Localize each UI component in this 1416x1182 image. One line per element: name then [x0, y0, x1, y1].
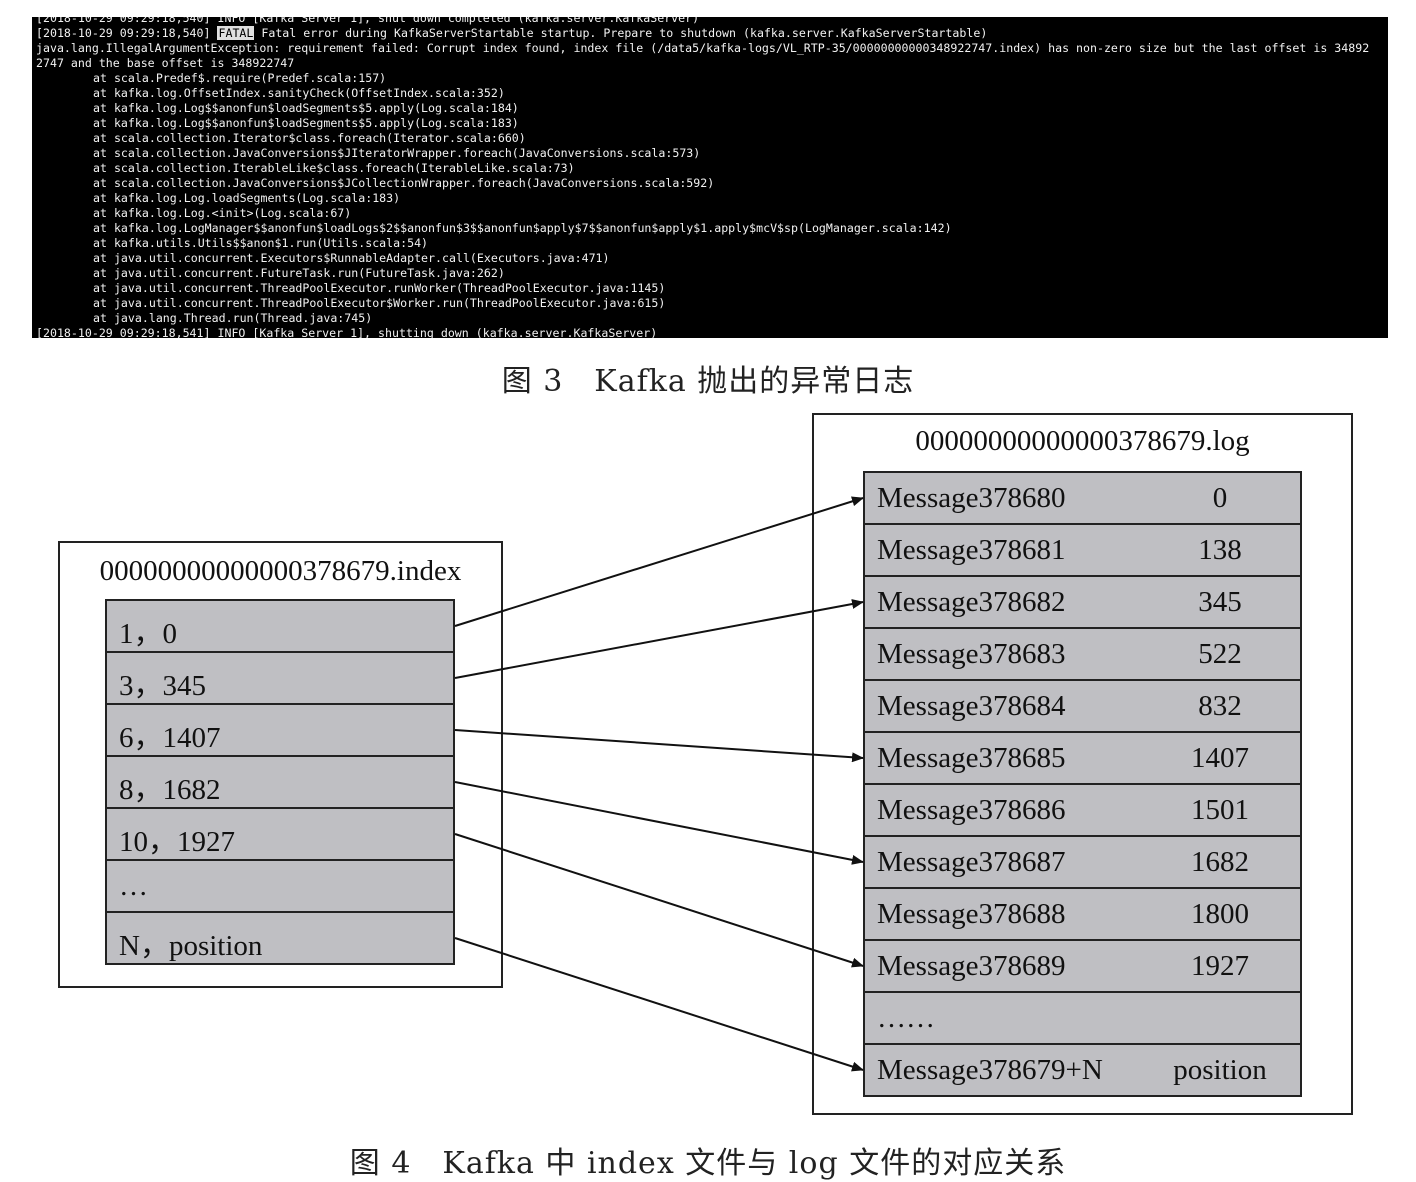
- index-entry-text: 1，0: [119, 618, 178, 650]
- message-position: 345: [1198, 586, 1242, 618]
- index-entry: 6，1407: [105, 703, 455, 757]
- message-position: 0: [1212, 482, 1228, 514]
- log-message-row: Message378680 0: [863, 471, 1302, 525]
- figure-3-caption: 图 3 Kafka 抛出的异常日志: [501, 364, 915, 399]
- stack-frame: at java.util.concurrent.ThreadPoolExecut…: [93, 281, 666, 295]
- index-entry-text: …: [119, 870, 148, 902]
- message-name: Message378683: [877, 638, 1066, 670]
- log-line: [2018-10-29 09:29:18,540] INFO [Kafka Se…: [36, 17, 700, 25]
- log-timestamp: [2018-10-29 09:29:18,540]: [36, 26, 218, 40]
- stack-frame: at scala.collection.JavaConversions$JIte…: [93, 146, 701, 160]
- stack-frame: at scala.Predef$.require(Predef.scala:15…: [93, 71, 387, 85]
- index-file-title: 00000000000000378679.index: [99, 555, 462, 587]
- stack-frame: at scala.collection.Iterator$class.forea…: [93, 131, 526, 145]
- index-entry-text: 3，345: [119, 670, 207, 702]
- log-message-row: Message378684 832: [863, 679, 1302, 733]
- stack-frame: at kafka.log.Log.loadSegments(Log.scala:…: [93, 191, 401, 205]
- log-message-row: Message378685 1407: [863, 731, 1302, 785]
- exception-log-terminal: [2018-10-29 09:29:18,540] INFO [Kafka Se…: [32, 17, 1388, 338]
- stack-frame: at java.lang.Thread.run(Thread.java:745): [93, 311, 373, 325]
- stack-frame: at kafka.log.Log$$anonfun$loadSegments$5…: [93, 101, 519, 115]
- mapping-arrow: [454, 833, 864, 968]
- message-position: 1927: [1191, 950, 1249, 982]
- fatal-badge: FATAL: [217, 26, 255, 40]
- message-name: Message378681: [877, 534, 1066, 566]
- fatal-message: Fatal error during KafkaServerStartable …: [254, 26, 988, 40]
- message-position: 1501: [1191, 794, 1249, 826]
- stack-frame: at java.util.concurrent.Executors$Runnab…: [93, 251, 610, 265]
- figure-4-caption: 图 4 Kafka 中 index 文件与 log 文件的对应关系: [349, 1146, 1067, 1181]
- log-message-row: Message378689 1927: [863, 939, 1302, 993]
- index-log-diagram: 00000000000000378679.index 0000000000000…: [0, 400, 1416, 1130]
- message-position: position: [1173, 1054, 1267, 1086]
- stack-frame: at kafka.log.Log.<init>(Log.scala:67): [93, 206, 352, 220]
- message-name: Message378686: [877, 794, 1066, 826]
- log-line: [2018-10-29 09:29:18,541] INFO [Kafka Se…: [36, 326, 658, 338]
- mapping-arrow: [454, 599, 864, 679]
- index-entry: 1，0: [105, 599, 455, 653]
- stack-frame: at kafka.log.OffsetIndex.sanityCheck(Off…: [93, 86, 505, 100]
- mapping-arrow: [454, 937, 864, 1072]
- log-message-row: Message378688 1800: [863, 887, 1302, 941]
- message-name: Message378680: [877, 482, 1066, 514]
- message-name: Message378682: [877, 586, 1066, 618]
- stack-frame: at kafka.utils.Utils$$anon$1.run(Utils.s…: [93, 236, 429, 250]
- index-entry: 3，345: [105, 651, 455, 705]
- message-position: 522: [1198, 638, 1242, 670]
- index-entry-text: 8，1682: [119, 774, 221, 806]
- stack-frame: at kafka.log.LogManager$$anonfun$loadLog…: [93, 221, 952, 235]
- index-entry-text: 6，1407: [119, 722, 221, 754]
- log-message-row: ……: [863, 991, 1302, 1045]
- index-entry: N，position: [105, 911, 455, 965]
- mapping-arrow: [454, 496, 864, 627]
- log-line: 2747 and the base offset is 348922747: [36, 56, 295, 70]
- message-name: ……: [877, 1002, 935, 1034]
- index-entry: 8，1682: [105, 755, 455, 809]
- stack-frame: at kafka.log.Log$$anonfun$loadSegments$5…: [93, 116, 519, 130]
- index-entry: 10，1927: [105, 807, 455, 861]
- log-file-title: 00000000000000378679.log: [915, 425, 1250, 457]
- log-line-fatal: [2018-10-29 09:29:18,540] FATAL Fatal er…: [36, 26, 1386, 41]
- index-entry-text: N，position: [119, 930, 263, 962]
- stack-frame: at java.util.concurrent.FutureTask.run(F…: [93, 266, 505, 280]
- message-position: 1682: [1191, 846, 1249, 878]
- log-line: java.lang.IllegalArgumentException: requ…: [36, 41, 1370, 55]
- index-entry-text: 10，1927: [119, 826, 236, 858]
- log-message-row: Message378682 345: [863, 575, 1302, 629]
- message-position: 138: [1198, 534, 1242, 566]
- message-name: Message378679+N: [877, 1054, 1103, 1086]
- message-name: Message378687: [877, 846, 1066, 878]
- message-name: Message378689: [877, 950, 1066, 982]
- log-message-row: Message378683 522: [863, 627, 1302, 681]
- message-position: 1407: [1191, 742, 1249, 774]
- mapping-arrow: [454, 781, 864, 865]
- message-position: 832: [1198, 690, 1242, 722]
- stack-frame: at scala.collection.IterableLike$class.f…: [93, 161, 575, 175]
- log-message-row: Message378687 1682: [863, 835, 1302, 889]
- message-position: 1800: [1191, 898, 1249, 930]
- index-entry: …: [105, 859, 455, 913]
- log-message-row: Message378679+N position: [863, 1043, 1302, 1097]
- log-message-row: Message378681 138: [863, 523, 1302, 577]
- stack-frame: at scala.collection.JavaConversions$JCol…: [93, 176, 715, 190]
- message-name: Message378684: [877, 690, 1066, 722]
- stack-frame: at java.util.concurrent.ThreadPoolExecut…: [93, 296, 666, 310]
- message-name: Message378688: [877, 898, 1066, 930]
- log-message-row: Message378686 1501: [863, 783, 1302, 837]
- message-name: Message378685: [877, 742, 1066, 774]
- mapping-arrow: [454, 729, 864, 763]
